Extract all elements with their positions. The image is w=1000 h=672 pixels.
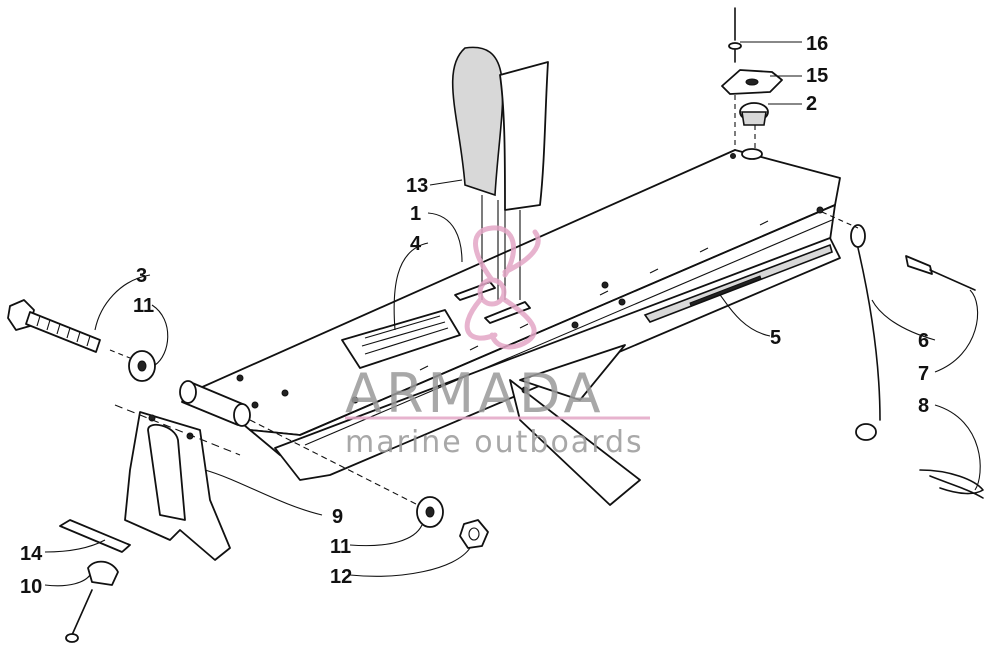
watermark-logo-icon [464, 225, 541, 350]
callout-12: 12 [330, 566, 352, 588]
retainer-plate [721, 69, 783, 95]
hair-pin-clip [919, 469, 984, 499]
bushing-lower [416, 496, 444, 528]
grommet [739, 102, 769, 126]
callout-4: 4 [410, 233, 422, 255]
lock-nut [459, 519, 489, 549]
callout-6: 6 [918, 330, 929, 352]
callout-11-upper: 11 [133, 295, 154, 317]
bushing-upper [128, 350, 156, 382]
callout-8: 8 [918, 395, 929, 417]
watermark-brand: ARMADA [345, 362, 605, 425]
callout-11-lower: 11 [330, 536, 351, 558]
lanyard-cord [850, 224, 881, 441]
watermark-tagline: marine outboards [345, 425, 644, 460]
callout-15: 15 [806, 65, 828, 87]
hitch-pin [905, 255, 976, 291]
callout-9: 9 [332, 506, 343, 528]
pad-strip [59, 519, 131, 553]
callout-7: 7 [918, 363, 929, 385]
callout-10: 10 [20, 576, 42, 598]
callout-16: 16 [806, 33, 828, 55]
callout-2: 2 [806, 93, 817, 115]
callout-3: 3 [136, 265, 147, 287]
callout-1: 1 [410, 203, 421, 225]
pivot-bolt [7, 299, 101, 353]
foot-pad [451, 46, 549, 300]
top-pin [728, 7, 742, 63]
thumb-knob [65, 560, 119, 643]
mount-bracket [114, 404, 241, 561]
callout-13: 13 [406, 175, 428, 197]
callout-14: 14 [20, 543, 43, 565]
leader-lines [44, 41, 981, 587]
pivot-sleeve [179, 380, 251, 427]
callout-5: 5 [770, 327, 781, 349]
watermark: ARMADA marine outboards [345, 225, 650, 460]
callout-labels: 16 15 2 13 1 4 3 11 5 6 7 8 9 11 12 14 1… [20, 33, 929, 598]
